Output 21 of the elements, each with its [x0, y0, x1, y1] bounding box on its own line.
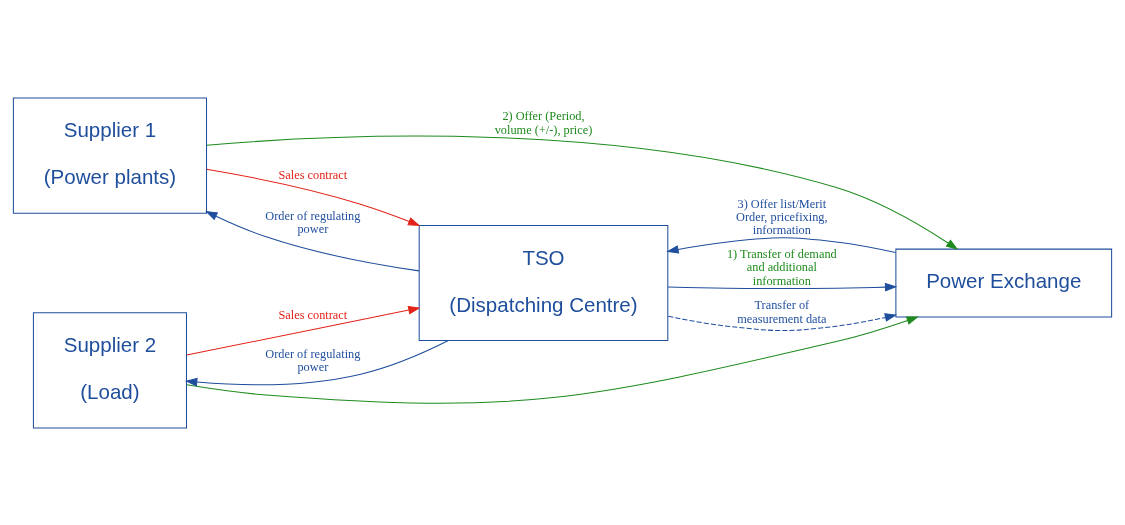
node-box: TSO (Dispatching Centre) [418, 224, 669, 341]
arrow [184, 339, 449, 386]
node-box: Supplier 1 (Power plants) [12, 97, 208, 214]
arrow [205, 210, 420, 271]
node-box: Power Exchange [895, 248, 1113, 317]
edge-label: 1) Transfer of demand and additional information [726, 246, 837, 288]
edge-label: 2) Offer (Period, volume (+/-), price) [494, 108, 593, 137]
arrow [206, 168, 421, 226]
node-box: Supplier 2 (Load) [32, 311, 187, 428]
edge-label: Order of regulating power [265, 208, 361, 236]
edge-label: Order of regulating power [265, 346, 361, 374]
arrow [186, 316, 919, 404]
arrow [666, 236, 897, 254]
arrow [667, 312, 898, 331]
edge-label: Sales contract [278, 167, 348, 182]
arrow [206, 135, 959, 250]
arrow [186, 305, 421, 356]
edge-label: Transfer of measurement data [737, 297, 827, 326]
edge-label: Sales contract [278, 307, 348, 322]
arrow [667, 282, 898, 291]
edge-label: 3) Offer list/Merit Order, pricefixing, information [736, 196, 828, 237]
